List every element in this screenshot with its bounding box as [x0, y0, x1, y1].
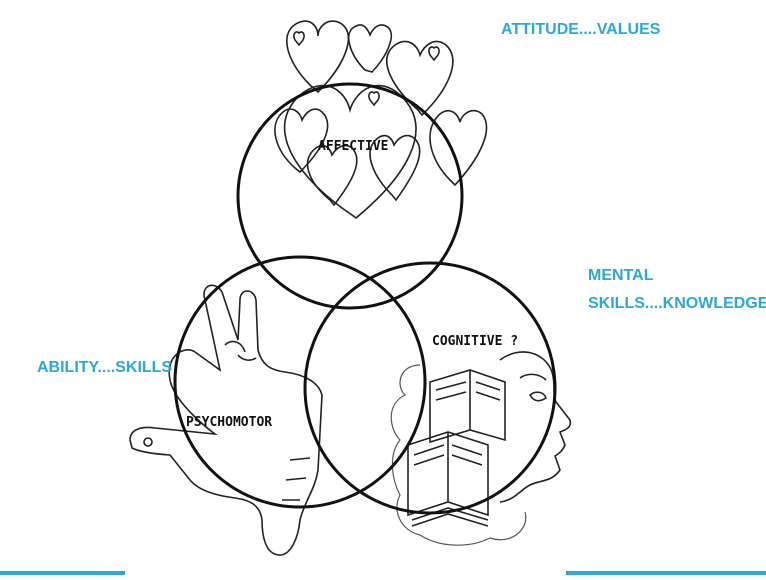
hearts-cluster [275, 21, 487, 218]
heart-icon [430, 111, 487, 185]
heart-icon [294, 32, 304, 45]
caption-mental-line2: SKILLS....KNOWLEDGE [588, 295, 766, 312]
caption-mental-line1: MENTAL [588, 267, 653, 284]
psychomotor-label: PSYCHOMOTOR [186, 415, 272, 430]
psychomotor-circle [175, 257, 425, 507]
heart-icon [387, 41, 453, 115]
accent-bar-right [566, 571, 766, 575]
heart-icon [349, 25, 392, 72]
heart-icon [369, 92, 379, 105]
affective-label: AFFECTIVE [318, 139, 388, 154]
caption-mental-skills-knowledge: MENTAL SKILLS....KNOWLEDGE [588, 262, 766, 318]
affective-circle [238, 84, 462, 308]
caption-attitude-values: ATTITUDE....VALUES [501, 16, 660, 44]
heart-icon [429, 47, 439, 60]
cognitive-label: COGNITIVE ? [432, 334, 518, 349]
accent-bar-left [0, 571, 125, 575]
head-profile-icon [500, 352, 570, 502]
book-icon [430, 370, 505, 442]
caption-ability-skills: ABILITY....SKILLS [37, 354, 172, 382]
